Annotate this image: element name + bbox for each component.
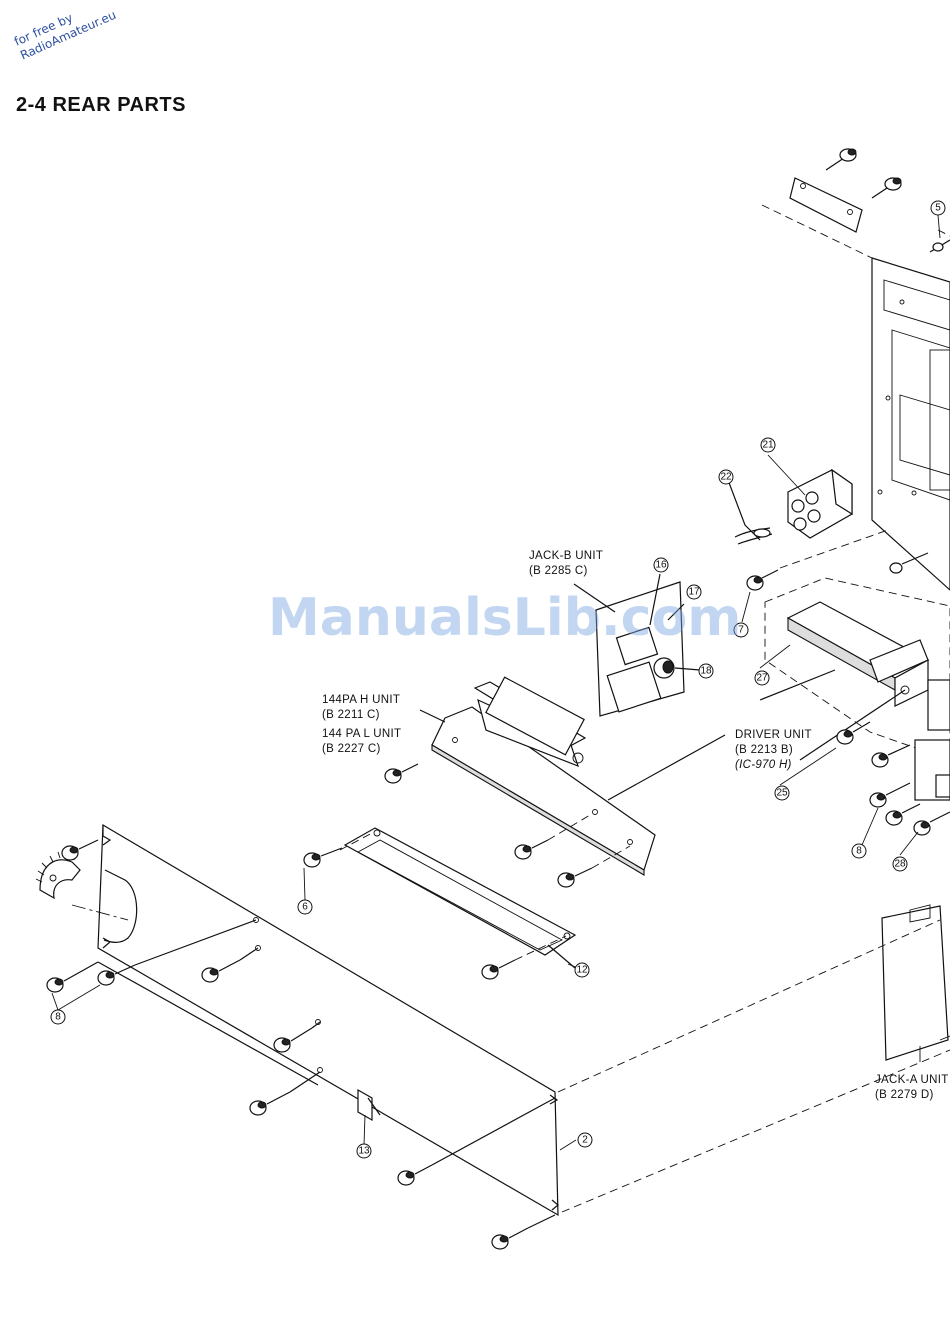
connector-21 xyxy=(768,455,852,538)
screw-r2 xyxy=(872,745,910,767)
jack-a-unit-name: JACK-A UNIT xyxy=(875,1073,949,1088)
svg-text:13: 13 xyxy=(358,1146,370,1157)
pa-unit-board xyxy=(420,677,725,875)
leader-lines xyxy=(52,215,940,1150)
pa-l-unit-label: 144 PA L UNIT (B 2227 C) xyxy=(322,727,401,757)
watermark: ManualsLib.com xyxy=(268,588,741,648)
svg-text:2: 2 xyxy=(582,1135,588,1146)
jack-a-unit-code: (B 2279 D) xyxy=(875,1088,949,1103)
screw-5 xyxy=(930,240,950,252)
svg-text:6: 6 xyxy=(302,902,308,913)
screw-l3 xyxy=(98,965,135,985)
pa-h-unit-name: 144PA H UNIT xyxy=(322,693,400,708)
cable-22 xyxy=(728,480,772,544)
screw-l2 xyxy=(47,962,98,992)
top-cover-plate xyxy=(762,178,872,258)
pa-h-unit-code: (B 2211 C) xyxy=(322,708,400,723)
svg-text:27: 27 xyxy=(756,673,768,684)
svg-text:16: 16 xyxy=(655,560,667,571)
pa-l-unit-code: (B 2227 C) xyxy=(322,742,401,757)
rear-panel-2 xyxy=(72,825,950,1215)
pa-h-unit-label: 144PA H UNIT (B 2211 C) xyxy=(322,693,400,723)
callout-12: 12 xyxy=(575,963,589,977)
jack-b-unit-label: JACK-B UNIT (B 2285 C) xyxy=(529,549,603,579)
screw-m4 xyxy=(558,846,630,887)
callout-5: 5 xyxy=(931,201,945,215)
screw-m1 xyxy=(385,764,418,783)
driver-unit-code: (B 2213 B) xyxy=(735,743,812,758)
pa-l-unit-name: 144 PA L UNIT xyxy=(322,727,401,742)
screw-top-2 xyxy=(872,178,901,198)
svg-text:5: 5 xyxy=(935,203,941,214)
screw-r1 xyxy=(837,722,870,744)
svg-text:28: 28 xyxy=(894,859,906,870)
screw-r5 xyxy=(914,812,950,835)
callout-22: 22 xyxy=(719,470,733,484)
screw-l7 xyxy=(398,1165,432,1185)
jack-b-unit-code: (B 2285 C) xyxy=(529,564,603,579)
driver-unit-label: DRIVER UNIT (B 2213 B) (IC-970 H) xyxy=(735,728,812,773)
svg-text:25: 25 xyxy=(776,788,788,799)
callout-8-right: 8 xyxy=(852,844,866,858)
svg-text:18: 18 xyxy=(700,666,712,677)
screw-l1 xyxy=(62,840,98,860)
svg-text:8: 8 xyxy=(856,846,862,857)
svg-text:12: 12 xyxy=(576,965,588,976)
callout-8-left: 8 xyxy=(51,1010,65,1024)
screw-l6 xyxy=(250,1092,290,1115)
rear-chassis-frame xyxy=(872,230,950,590)
jack-a-board xyxy=(882,905,950,1062)
screw-l8 xyxy=(492,1228,528,1249)
callout-21: 21 xyxy=(761,438,775,452)
screw-top-1 xyxy=(826,149,856,170)
callout-18: 18 xyxy=(699,664,713,678)
svg-text:22: 22 xyxy=(720,472,732,483)
callout-25: 25 xyxy=(775,786,789,800)
callout-2: 2 xyxy=(578,1133,592,1147)
bracket-12 xyxy=(345,828,575,968)
screw-m2 xyxy=(304,848,342,867)
screw-r3 xyxy=(870,783,910,807)
right-screws xyxy=(837,722,950,835)
svg-text:8: 8 xyxy=(55,1012,61,1023)
driver-unit-name: DRIVER UNIT xyxy=(735,728,812,743)
svg-text:21: 21 xyxy=(762,440,774,451)
callout-13: 13 xyxy=(357,1144,371,1158)
jack-b-unit-name: JACK-B UNIT xyxy=(529,549,603,564)
callout-27: 27 xyxy=(755,671,769,685)
screw-r4 xyxy=(886,804,920,825)
callout-16: 16 xyxy=(654,558,668,572)
driver-unit-model: (IC-970 H) xyxy=(735,758,812,773)
callout-28: 28 xyxy=(893,857,907,871)
jack-a-unit-label: JACK-A UNIT (B 2279 D) xyxy=(875,1073,949,1103)
callout-6: 6 xyxy=(298,900,312,914)
